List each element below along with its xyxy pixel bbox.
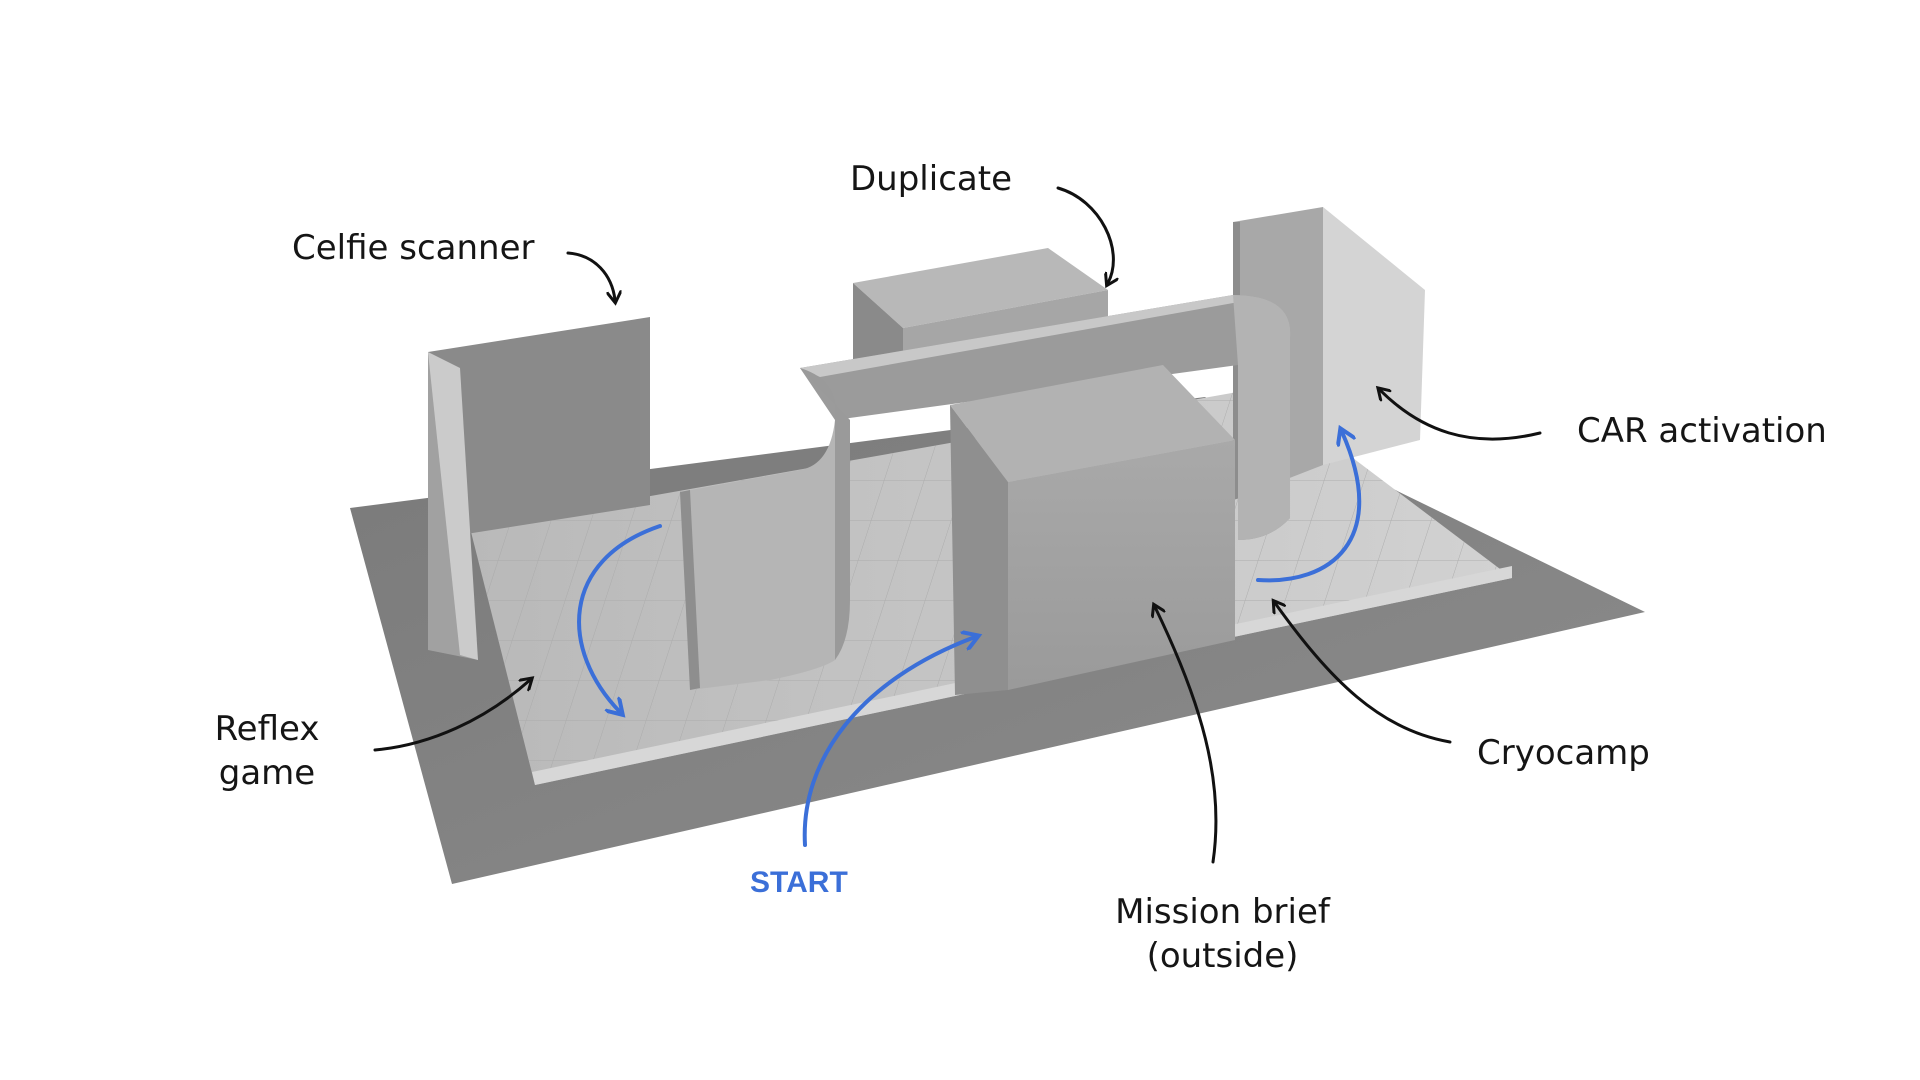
start-flow-arrow — [802, 637, 975, 847]
cryocamp-to-car-flow-arrow — [1256, 432, 1362, 583]
reflex-game-label-line1: Reflex — [214, 709, 320, 749]
celfie-scanner-pointer-arrow — [566, 251, 615, 300]
celfie-scanner-room — [428, 317, 650, 660]
duplicate-pointer-arrow — [1056, 186, 1113, 283]
mission-brief-label-line1: Mission brief — [1115, 892, 1330, 932]
duplicate-label: Duplicate — [850, 159, 1012, 199]
car-activation-pointer-arrow — [1380, 390, 1542, 441]
curved-partition — [680, 368, 850, 690]
car-activation-label: CAR activation — [1577, 411, 1827, 451]
start-label: START — [750, 866, 848, 899]
reflex-game-pointer-arrow — [373, 680, 530, 752]
cryocamp-pointer-arrow — [1275, 603, 1452, 744]
celfie-scanner-label: Celfie scanner — [292, 228, 535, 268]
mission-brief-label-line2: (outside) — [1146, 936, 1299, 976]
mission-brief-pointer-arrow — [1155, 607, 1218, 864]
reflex-game-label: Reflex game — [202, 707, 332, 795]
celfie-to-reflex-flow-arrow — [577, 524, 662, 712]
mission-brief-label: Mission brief (outside) — [1100, 890, 1345, 978]
corridor-wall — [800, 295, 1291, 540]
mission-brief-room — [950, 365, 1235, 695]
cryocamp-label: Cryocamp — [1477, 733, 1650, 773]
reflex-game-label-line2: game — [218, 753, 316, 793]
